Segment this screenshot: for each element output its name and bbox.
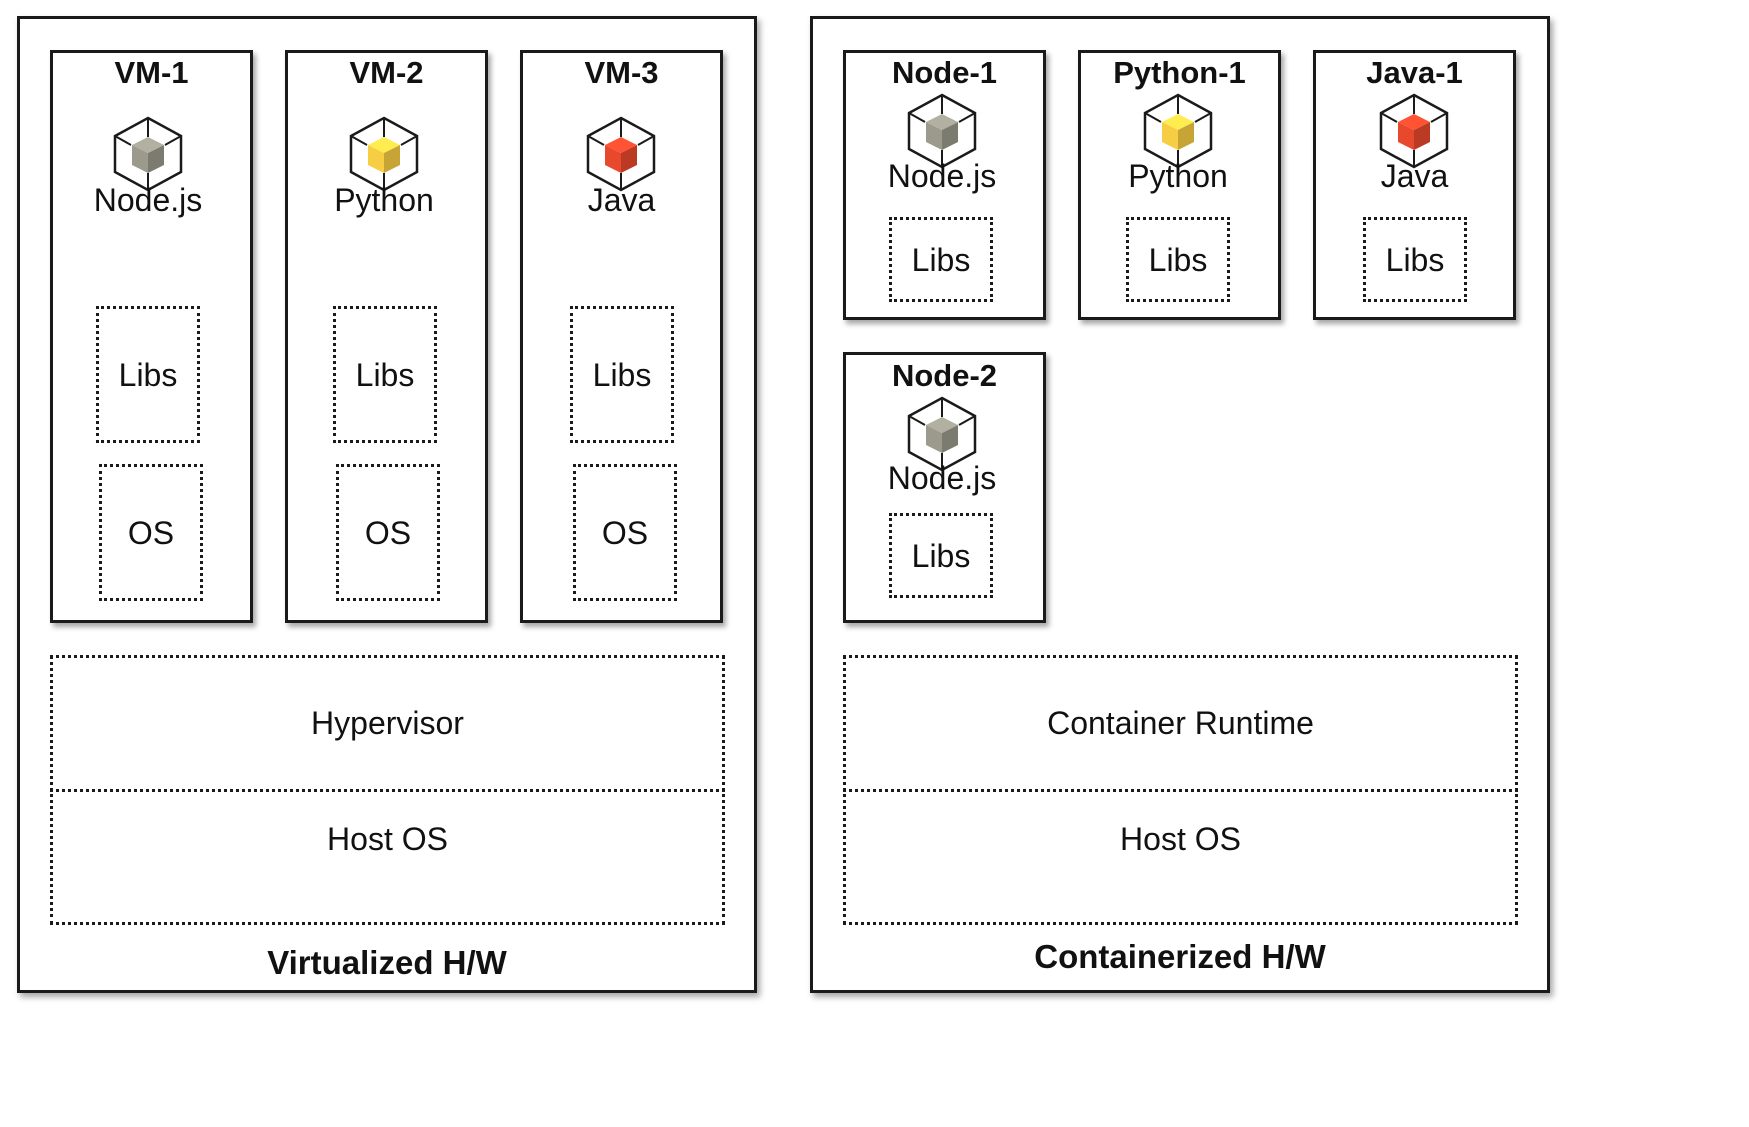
- vm-3-os-label: OS: [601, 514, 649, 551]
- python-1-title: Python-1: [1113, 55, 1246, 90]
- python-1-app-label: Python: [1128, 158, 1228, 194]
- vm-1-libs-label: Libs: [118, 356, 178, 393]
- virtualized-panel-label: Virtualized H/W: [267, 944, 507, 981]
- vm-1-os: OS: [99, 464, 203, 601]
- node-2-title: Node-2: [891, 358, 998, 393]
- runtime-divider: [843, 789, 1518, 792]
- vm-1-libs: Libs: [96, 306, 200, 443]
- java-1-libs-label: Libs: [1385, 241, 1445, 278]
- vm-1-app-label: Node.js: [93, 182, 203, 218]
- vm-2-libs: Libs: [333, 306, 437, 443]
- vm-2-os-label: OS: [364, 514, 412, 551]
- node-1-libs: Libs: [889, 217, 993, 302]
- vm-2-title: VM-2: [349, 55, 424, 90]
- java-1-app-label: Java: [1380, 158, 1449, 194]
- vm-2-app-label: Python: [334, 182, 434, 218]
- vm-3-libs-label: Libs: [592, 356, 652, 393]
- vm-2-os: OS: [336, 464, 440, 601]
- vm-1-os-label: OS: [127, 514, 175, 551]
- vm-3-os: OS: [573, 464, 677, 601]
- node-2-libs: Libs: [889, 513, 993, 598]
- java-1-title: Java-1: [1366, 55, 1463, 90]
- host-os-label-left: Host OS: [327, 821, 448, 857]
- node-1-app-label: Node.js: [887, 158, 997, 194]
- java-1-libs: Libs: [1363, 217, 1467, 302]
- vm-3-title: VM-3: [584, 55, 659, 90]
- vm-1-title: VM-1: [114, 55, 189, 90]
- hypervisor-divider: [50, 789, 725, 792]
- container-runtime-label: Container Runtime: [1047, 705, 1314, 741]
- vm-3-box: [520, 50, 723, 623]
- containerized-panel-label: Containerized H/W: [1034, 938, 1326, 975]
- node-2-box: [843, 352, 1046, 623]
- vm-3-libs: Libs: [570, 306, 674, 443]
- python-1-libs: Libs: [1126, 217, 1230, 302]
- host-os-label-right: Host OS: [1120, 821, 1241, 857]
- node-2-app-label: Node.js: [887, 460, 997, 496]
- vm-3-app-label: Java: [587, 182, 656, 218]
- hypervisor-label: Hypervisor: [311, 705, 464, 741]
- python-1-libs-label: Libs: [1148, 241, 1208, 278]
- node-1-title: Node-1: [891, 55, 998, 90]
- node-2-libs-label: Libs: [911, 537, 971, 574]
- vm-2-libs-label: Libs: [355, 356, 415, 393]
- node-1-libs-label: Libs: [911, 241, 971, 278]
